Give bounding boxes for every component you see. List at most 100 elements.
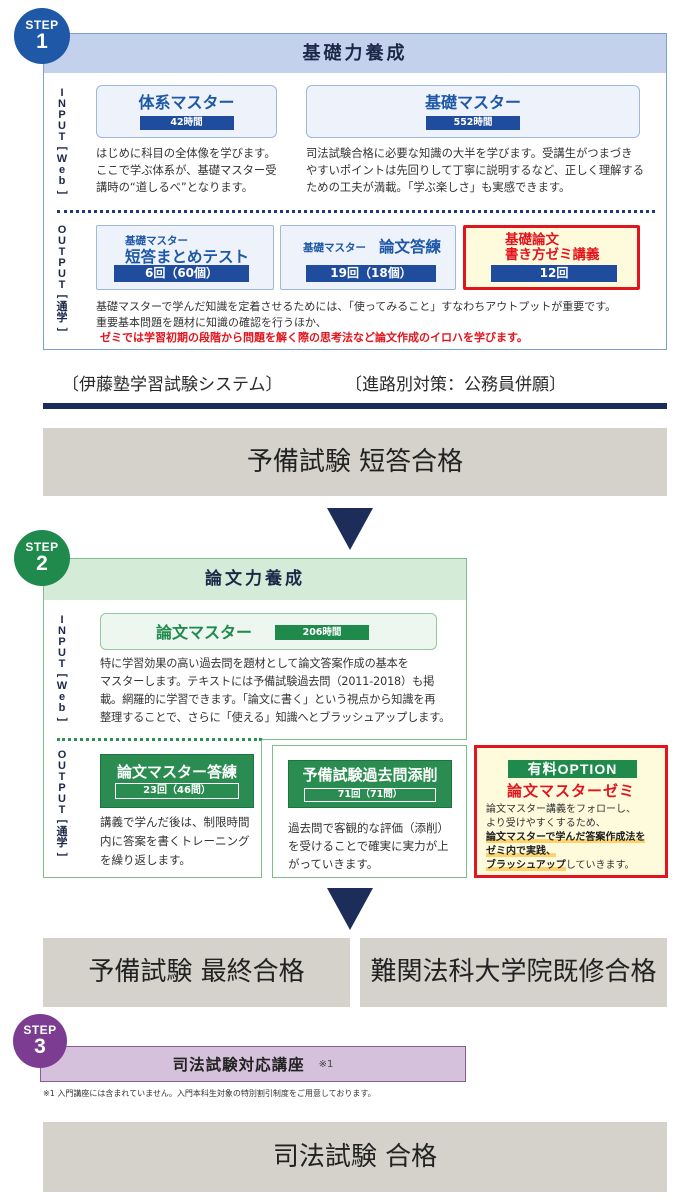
step-1-badge: STEP 1 (14, 8, 70, 64)
vertical-label-char: P (58, 109, 66, 121)
vertical-label-char: U (58, 647, 66, 659)
step-2-badge: STEP 2 (14, 530, 70, 586)
vertical-label-char: e (58, 691, 66, 703)
vertical-label-char: N (58, 625, 66, 637)
down-arrow-icon (327, 888, 373, 930)
vertical-label-char: W (56, 680, 68, 692)
session-count-badge: 12回 (491, 265, 617, 282)
course-card-ronbun-touren[interactable]: 基礎マスター 論文答練 19回（18個） (280, 225, 456, 290)
vertical-label-char: 学 (56, 837, 68, 849)
output-description: 基礎マスターで学んだ知識を定着させるためには、「使ってみること」すなわちアウトプ… (96, 299, 616, 346)
vertical-label-char: U (58, 760, 66, 772)
description-text: していきます。 (565, 860, 635, 871)
vertical-label-char: 通 (56, 301, 68, 313)
vertical-label-char: 学 (56, 312, 68, 324)
step-2-title: 論文力養成 (205, 569, 305, 589)
step-badge-number: 2 (36, 552, 48, 575)
vertical-label-char: O (57, 749, 67, 761)
description-line: 講義で学んだ後は、制限時間 (100, 815, 250, 829)
course-title: 論文答練 (379, 238, 442, 256)
system-label-itojuku: 〔伊藤塾学習試験システム〕 (62, 375, 283, 395)
highlight-text: ゼミ内で実践、 (486, 846, 556, 857)
milestone-bar-exam-pass: 司法試験 合格 (43, 1122, 667, 1192)
step-badge-number: 1 (36, 30, 48, 53)
step-1-header: 基礎力養成 (44, 34, 666, 73)
vertical-label-char: I (60, 614, 64, 626)
course-title: 予備試験過去問添削 (302, 766, 438, 784)
vertical-label-char: ] (56, 190, 69, 195)
description-line: 過去問で客観的な評価（添削） (288, 821, 449, 835)
vertical-label-char: T (58, 804, 66, 816)
vertical-label-char: U (58, 120, 66, 132)
milestone-short-answer-pass: 予備試験 短答合格 (43, 428, 667, 496)
taikei-master-description: はじめに科目の全体像を学びます。 ここで学ぶ体系が、基礎マスター受 講時の“道し… (96, 145, 277, 196)
description-line: より受けやすくするため、 (486, 818, 606, 829)
step-2-output-frame (43, 740, 262, 878)
vertical-label-char: O (57, 224, 67, 236)
vertical-label-char: e (58, 164, 66, 176)
description-line: 基礎マスターで学んだ知識を定着させるためには、「使ってみること」すなわちアウトプ… (96, 300, 617, 313)
paid-option-description: 論文マスター講義をフォローし、 より受けやすくするため、 論文マスターで学んだ答… (486, 803, 646, 873)
vertical-label-char: 通 (56, 826, 68, 838)
step-3-course-bar[interactable]: 司法試験対応講座 ※1 (40, 1046, 466, 1082)
course-card-ronbun-master[interactable]: 論文マスター 206時間 (100, 613, 437, 650)
vertical-label-char: W (56, 153, 68, 165)
description-line: 重要基本問題を題材に知識の確認を行うほか、 (96, 315, 327, 329)
course-card-kakikata-seminar[interactable]: 基礎論文 書き方ゼミ講義 12回 (463, 225, 640, 290)
description-line-emphasis: ゼミ内で実践、 (486, 845, 645, 859)
vertical-label-char: U (58, 793, 66, 805)
course-card-taikei-master[interactable]: 体系マスター 42時間 (96, 85, 277, 138)
vertical-label-char: T (58, 658, 66, 670)
ronbun-master-description: 特に学習効果の高い過去問を題材として論文答案作成の基本を マスターします。テキス… (100, 655, 450, 727)
description-line: マスターします。テキストには予備試験過去問（2011-2018）も掲 (100, 675, 435, 688)
hours-badge: 206時間 (275, 625, 369, 640)
session-count-badge: 23回（46問） (115, 783, 239, 799)
milestone-final-pass: 予備試験 最終合格 (43, 938, 350, 1007)
description-line: 講時の“道しるべ”となります。 (96, 181, 254, 194)
vertical-label-char: b (58, 175, 66, 187)
session-count-badge: 19回（18個） (306, 265, 436, 282)
course-card-kakomon-tensaku[interactable]: 予備試験過去問添削 71回（71問） (288, 760, 452, 808)
input-output-divider (57, 210, 655, 213)
section-divider-bar (43, 403, 667, 409)
paid-option-title: 論文マスターゼミ (506, 782, 635, 800)
vertical-label-char: P (58, 257, 66, 269)
down-arrow-icon (327, 508, 373, 550)
milestone-law-school-pass: 難関法科大学院既修合格 (360, 938, 667, 1007)
description-line: 内に答案を書くトレーニング (100, 834, 250, 848)
step-3-badge: STEP 3 (13, 1014, 67, 1068)
touren-description: 講義で学んだ後は、制限時間 内に答案を書くトレーニング を繰り返します。 (100, 813, 250, 870)
paid-option-badge: 有料OPTION (508, 760, 637, 778)
footnote: ※1 入門講座には含まれていません。入門本科生対象の特別割引制度をご用意しており… (43, 1089, 376, 1098)
tensaku-description: 過去問で客観的な評価（添削） を受けることで確実に実力が上 がっていきます。 (288, 819, 449, 873)
description-line: 司法試験合格に必要な知識の大半を学びます。受講生がつまづき (306, 147, 633, 160)
course-card-tantou-matome-test[interactable]: 基礎マスター 短答まとめテスト 6回（60個） (96, 225, 274, 290)
vertical-label-char: N (58, 98, 66, 110)
course-card-kiso-master[interactable]: 基礎マスター 552時間 (306, 85, 640, 138)
description-line: がっていきます。 (288, 857, 379, 871)
step-badge-label: STEP (25, 18, 59, 32)
session-count-badge: 71回（71問） (304, 788, 436, 802)
footnote-mark: ※1 (318, 1058, 334, 1070)
description-line: 論文マスター講義をフォローし、 (486, 804, 636, 815)
vertical-label-char: ] (56, 852, 69, 857)
step-badge-label: STEP (25, 540, 59, 554)
vertical-label-char: T (58, 771, 66, 783)
course-title: 体系マスター (138, 93, 235, 112)
course-subtitle: 基礎マスター (125, 235, 188, 247)
vertical-label-char: b (58, 702, 66, 714)
course-title: 短答まとめテスト (125, 248, 250, 266)
description-line: ここで学ぶ体系が、基礎マスター受 (96, 164, 277, 177)
vertical-label-char: [ (56, 819, 69, 824)
session-count-badge: 6回（60個） (114, 265, 249, 282)
course-subtitle: 基礎マスター (303, 242, 366, 254)
description-line: 載。網羅的に学習できます。「論文に書く」という視点から知識を再 (100, 693, 436, 706)
highlight-text: ブラッシュアップ (486, 860, 566, 871)
course-card-ronbun-master-touren[interactable]: 論文マスター答練 23回（46問） (100, 754, 254, 808)
vertical-label-char: [ (56, 673, 69, 678)
description-line: を繰り返します。 (100, 853, 191, 867)
